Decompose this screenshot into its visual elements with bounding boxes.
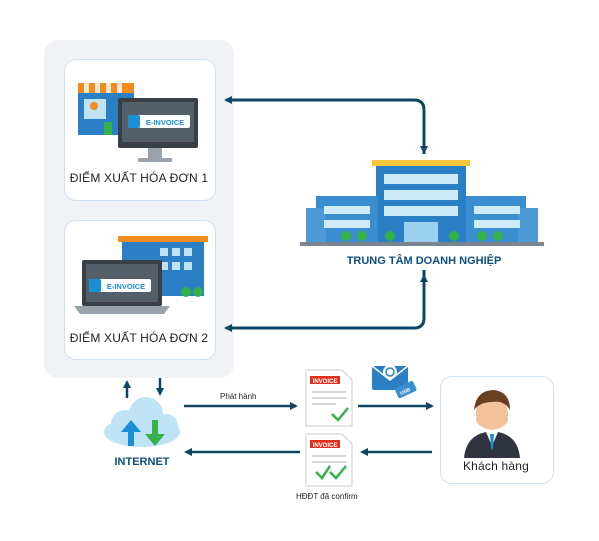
invoice-tag-2: INVOICE <box>313 443 338 449</box>
usb-tag: USB <box>399 387 411 397</box>
point-2-badge: E-INVOICE <box>107 282 145 291</box>
confirmed-invoice-icon <box>305 433 353 487</box>
confirm-label: HĐĐT đã confirm <box>296 492 358 501</box>
point-1-badge: E-INVOICE <box>146 118 184 127</box>
invoice-point-1-label: ĐIỂM XUẤT HÓA ĐƠN 1 <box>69 171 209 185</box>
internet-label: INTERNET <box>114 456 170 468</box>
invoice-document-icon <box>305 369 353 427</box>
store-monitor-icon <box>78 83 198 162</box>
arrow-hq-to-point-2 <box>224 270 426 332</box>
email-usb-icon <box>371 365 417 399</box>
invoice-point-2-label: ĐIỂM XUẤT HÓA ĐƠN 2 <box>69 331 209 345</box>
arrow-hq-to-point-1 <box>224 96 426 154</box>
headquarters-building-icon <box>300 160 544 246</box>
cloud-icon <box>104 397 180 447</box>
invoice-tag-1: INVOICE <box>313 379 338 385</box>
customer-label: Khách hàng <box>462 459 530 473</box>
hub-label: TRUNG TÂM DOANH NGHIỆP <box>346 255 502 267</box>
laptop-building-icon <box>74 236 208 314</box>
publish-label: Phát hành <box>220 392 257 401</box>
customer-avatar-icon <box>464 390 520 458</box>
